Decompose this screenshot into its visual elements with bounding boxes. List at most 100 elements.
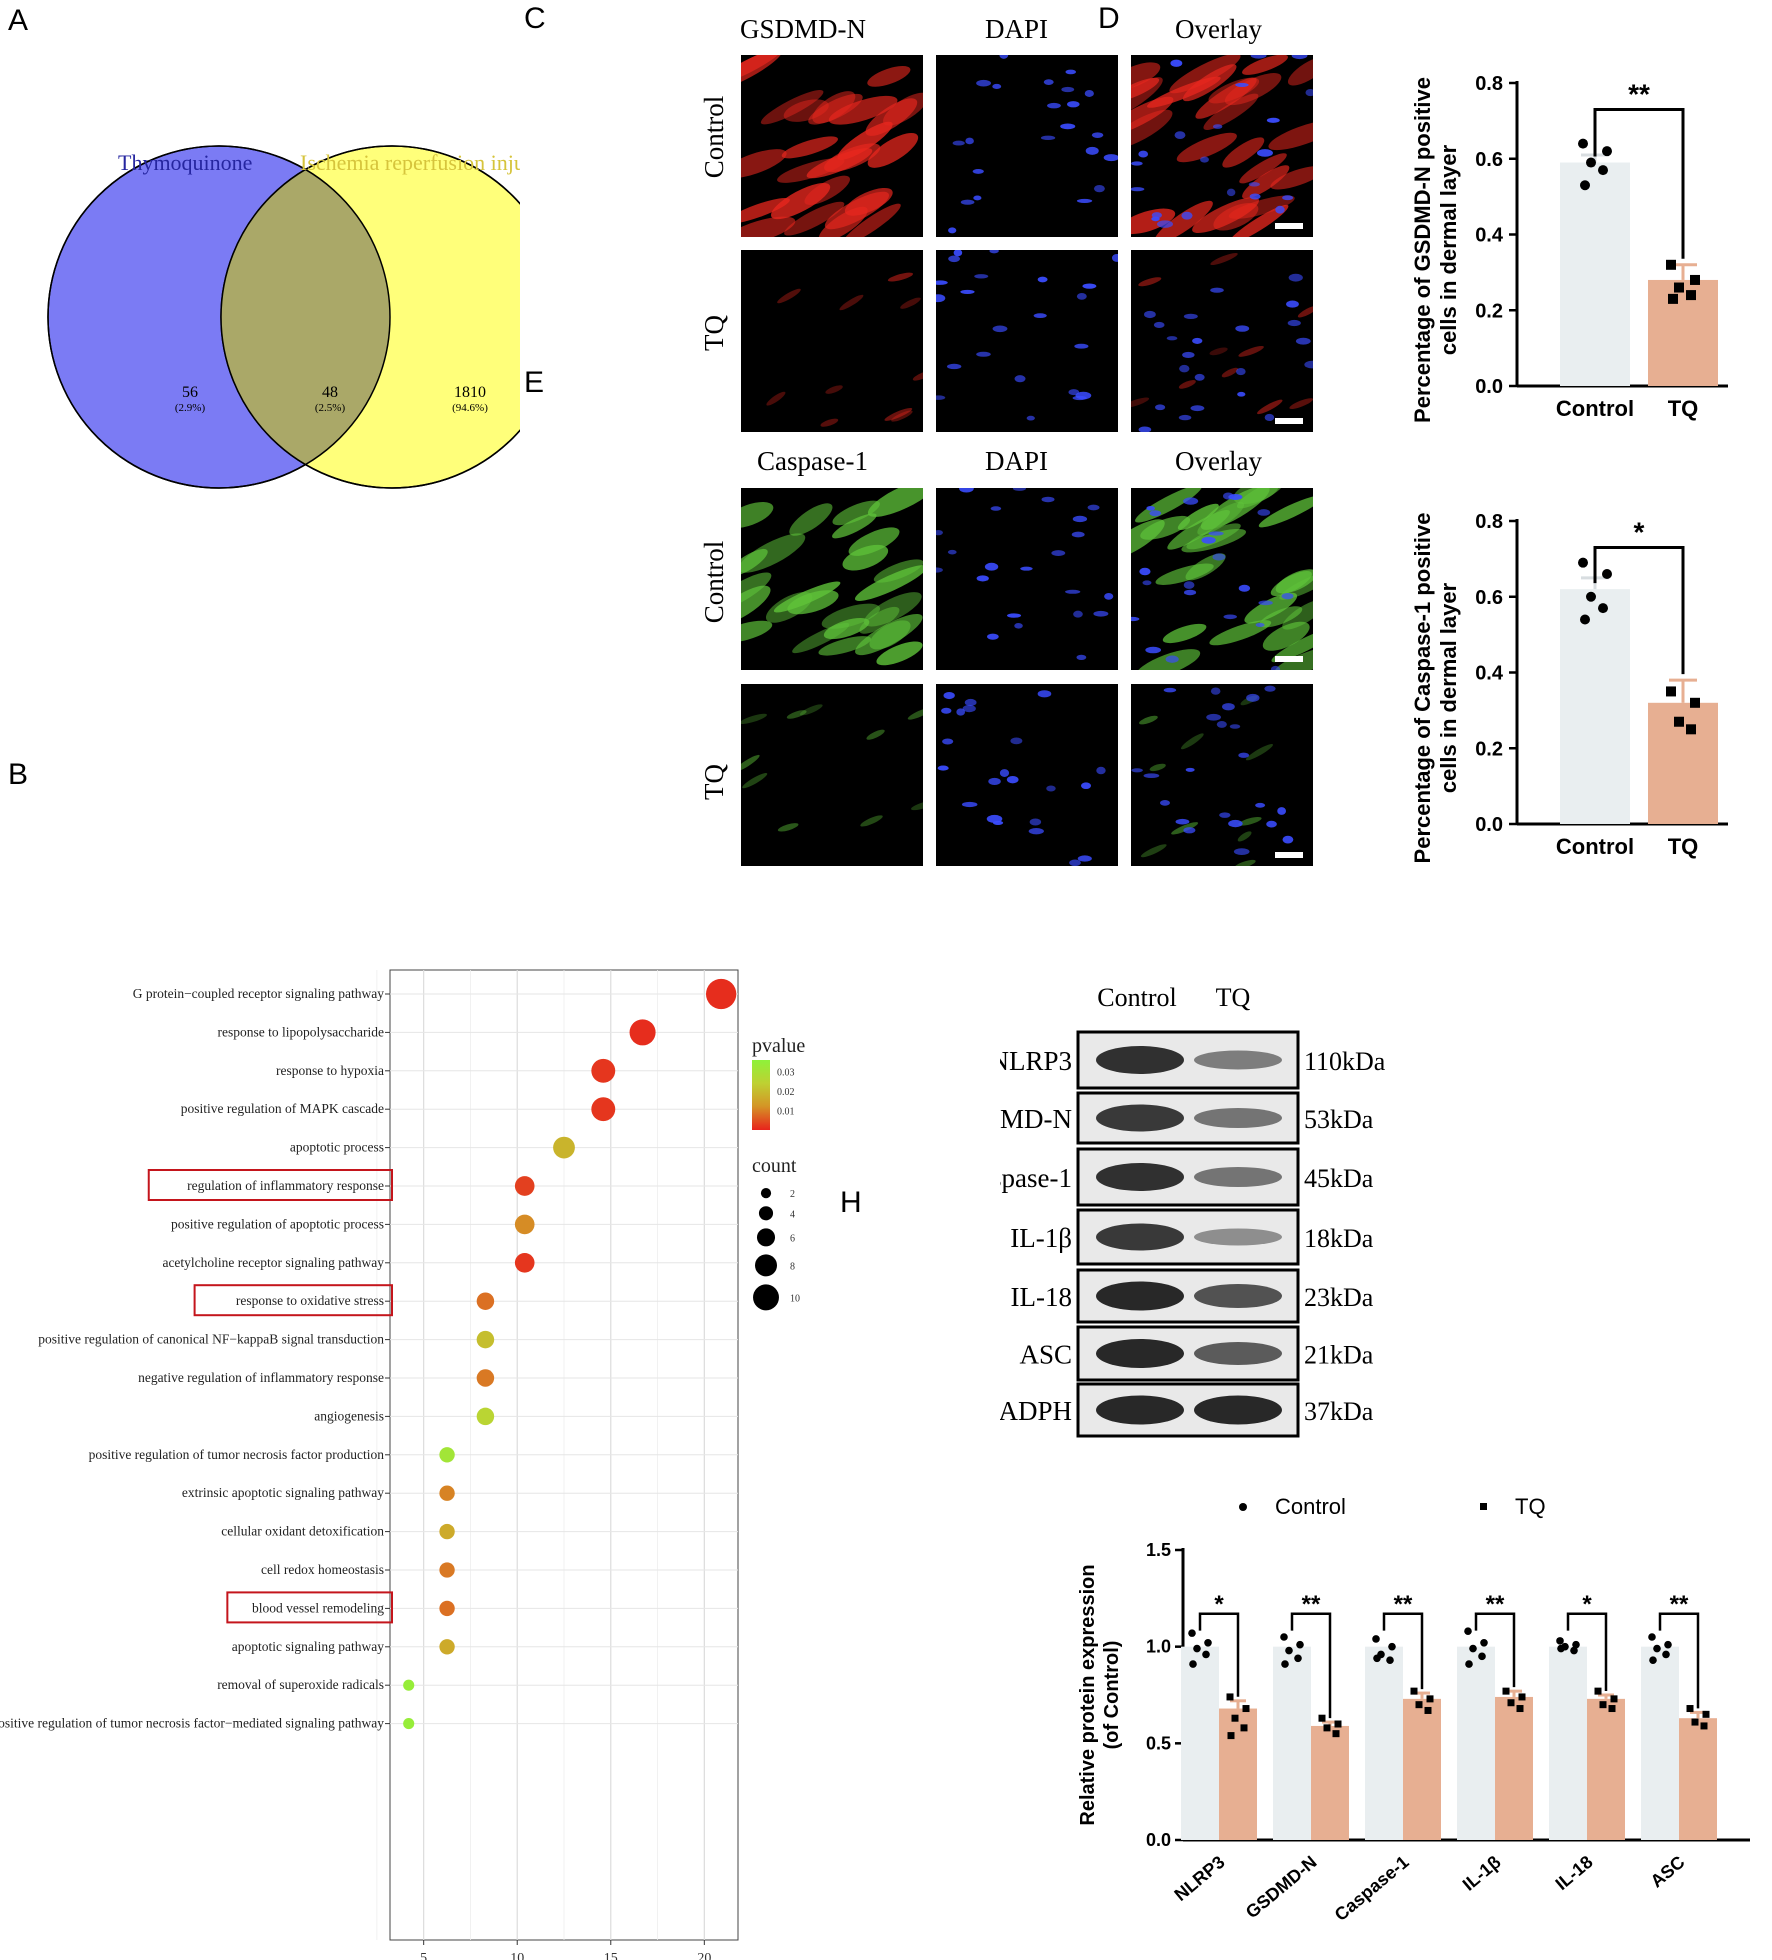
green-stain	[1238, 817, 1262, 826]
red-stain	[1169, 55, 1241, 94]
green-stain	[773, 581, 841, 613]
venn-diagram: Thymoquinone Ischemia reperfusion injury…	[47, 145, 520, 489]
y-tick-label: 0.6	[1475, 587, 1503, 609]
green-stain	[1237, 831, 1252, 842]
data-point	[1516, 1705, 1524, 1713]
nucleus	[1072, 515, 1088, 523]
data-point	[1334, 1720, 1342, 1728]
legend-label-tq: TQ	[1515, 1494, 1546, 1519]
data-point	[1666, 259, 1676, 270]
e-col-label-1: Caspase-1	[757, 446, 868, 476]
term-label: acetylcholine receptor signaling pathway	[162, 1255, 384, 1270]
bar-control	[1549, 1646, 1587, 1840]
green-stain	[1167, 509, 1230, 550]
data-point	[1465, 1660, 1473, 1668]
protein-band	[1096, 1163, 1184, 1191]
nucleus	[1153, 321, 1165, 329]
nucleus	[1131, 161, 1143, 166]
count-legend-dot	[753, 1284, 779, 1311]
nucleus	[973, 195, 982, 201]
count-legend-label: 4	[790, 1209, 795, 1220]
venn-left-count: 56	[182, 384, 198, 401]
nucleus	[988, 777, 1001, 786]
data-point	[1188, 1629, 1196, 1637]
h-ylabel-line-1: Relative protein expression	[1077, 1564, 1099, 1825]
x-category-label: Caspase-1	[1331, 1852, 1413, 1925]
nucleus	[1222, 492, 1234, 500]
term-dot	[439, 1447, 455, 1463]
x-category-label: TQ	[1668, 396, 1699, 421]
red-stain	[1131, 77, 1160, 102]
green-stain	[1171, 822, 1199, 835]
red-stain	[777, 288, 801, 304]
green-stain	[741, 585, 771, 625]
green-stain	[1197, 501, 1245, 536]
green-stain	[1140, 515, 1191, 540]
nucleus	[987, 633, 999, 640]
nucleus	[1255, 622, 1265, 628]
data-point	[1662, 1650, 1670, 1659]
green-stain	[907, 707, 923, 720]
nucleus	[1155, 404, 1166, 411]
venn-right-count: 1810	[454, 384, 486, 401]
nucleus	[1266, 820, 1277, 828]
nucleus	[999, 55, 1009, 59]
data-point	[1602, 569, 1612, 580]
nucleus	[1178, 414, 1192, 421]
highlight-box	[226, 1591, 393, 1624]
term-label: positive regulation of tumor necrosis fa…	[89, 1447, 385, 1462]
data-point	[1594, 1687, 1602, 1695]
nucleus	[1068, 389, 1080, 396]
nucleus	[1131, 187, 1145, 192]
nucleus	[1277, 807, 1287, 815]
nucleus	[992, 83, 1002, 90]
green-stain	[821, 603, 881, 629]
nucleus	[1238, 584, 1251, 592]
term-label: positive regulation of canonical NF−kapp…	[38, 1332, 384, 1347]
term-label: angiogenesis	[314, 1408, 384, 1423]
term-label: cellular oxidant detoxification	[221, 1524, 384, 1539]
nucleus	[1012, 488, 1026, 491]
nucleus	[1201, 536, 1216, 544]
red-stain	[1221, 367, 1239, 378]
nucleus	[976, 575, 989, 582]
red-stain	[1297, 305, 1313, 318]
nucleus	[1143, 773, 1160, 778]
blot-size-label: 23kDa	[1304, 1283, 1374, 1312]
data-point	[1649, 1656, 1657, 1664]
pvalue-tick-label: 0.01	[777, 1107, 795, 1118]
venn-overlap-count: 48	[322, 384, 338, 401]
nucleus	[1212, 124, 1223, 129]
nucleus	[1282, 835, 1294, 844]
blot-strip	[1076, 1268, 1300, 1324]
nucleus	[1216, 721, 1227, 728]
protein-band	[1096, 1223, 1184, 1251]
nucleus	[1138, 150, 1149, 158]
nucleus	[936, 395, 946, 400]
c-row-label-control: Control	[699, 96, 729, 179]
nucleus	[1295, 337, 1311, 345]
red-stain	[1178, 380, 1196, 389]
green-stain	[741, 754, 760, 772]
nucleus	[1291, 55, 1308, 60]
y-tick-label: 0.8	[1475, 511, 1503, 533]
nucleus	[947, 549, 957, 555]
nucleus	[1286, 300, 1299, 308]
term-dot	[629, 1019, 656, 1046]
term-label: positive regulation of apoptotic process	[171, 1216, 384, 1231]
pvalue-legend-title: pvalue	[752, 1035, 805, 1057]
nucleus	[1029, 818, 1042, 826]
significance-bracket	[1593, 546, 1685, 675]
data-point	[1653, 1644, 1661, 1653]
nucleus	[1006, 775, 1019, 784]
red-stain	[741, 216, 796, 237]
nucleus	[1304, 360, 1313, 369]
pvalue-tick-label: 0.03	[777, 1068, 795, 1079]
nucleus	[1104, 593, 1114, 600]
count-legend-dot	[760, 1188, 772, 1199]
term-label: regulation of inflammatory response	[187, 1178, 384, 1193]
nucleus	[1081, 782, 1092, 790]
nucleus	[1264, 685, 1276, 692]
term-dot	[403, 1679, 415, 1691]
data-point	[1690, 697, 1700, 708]
